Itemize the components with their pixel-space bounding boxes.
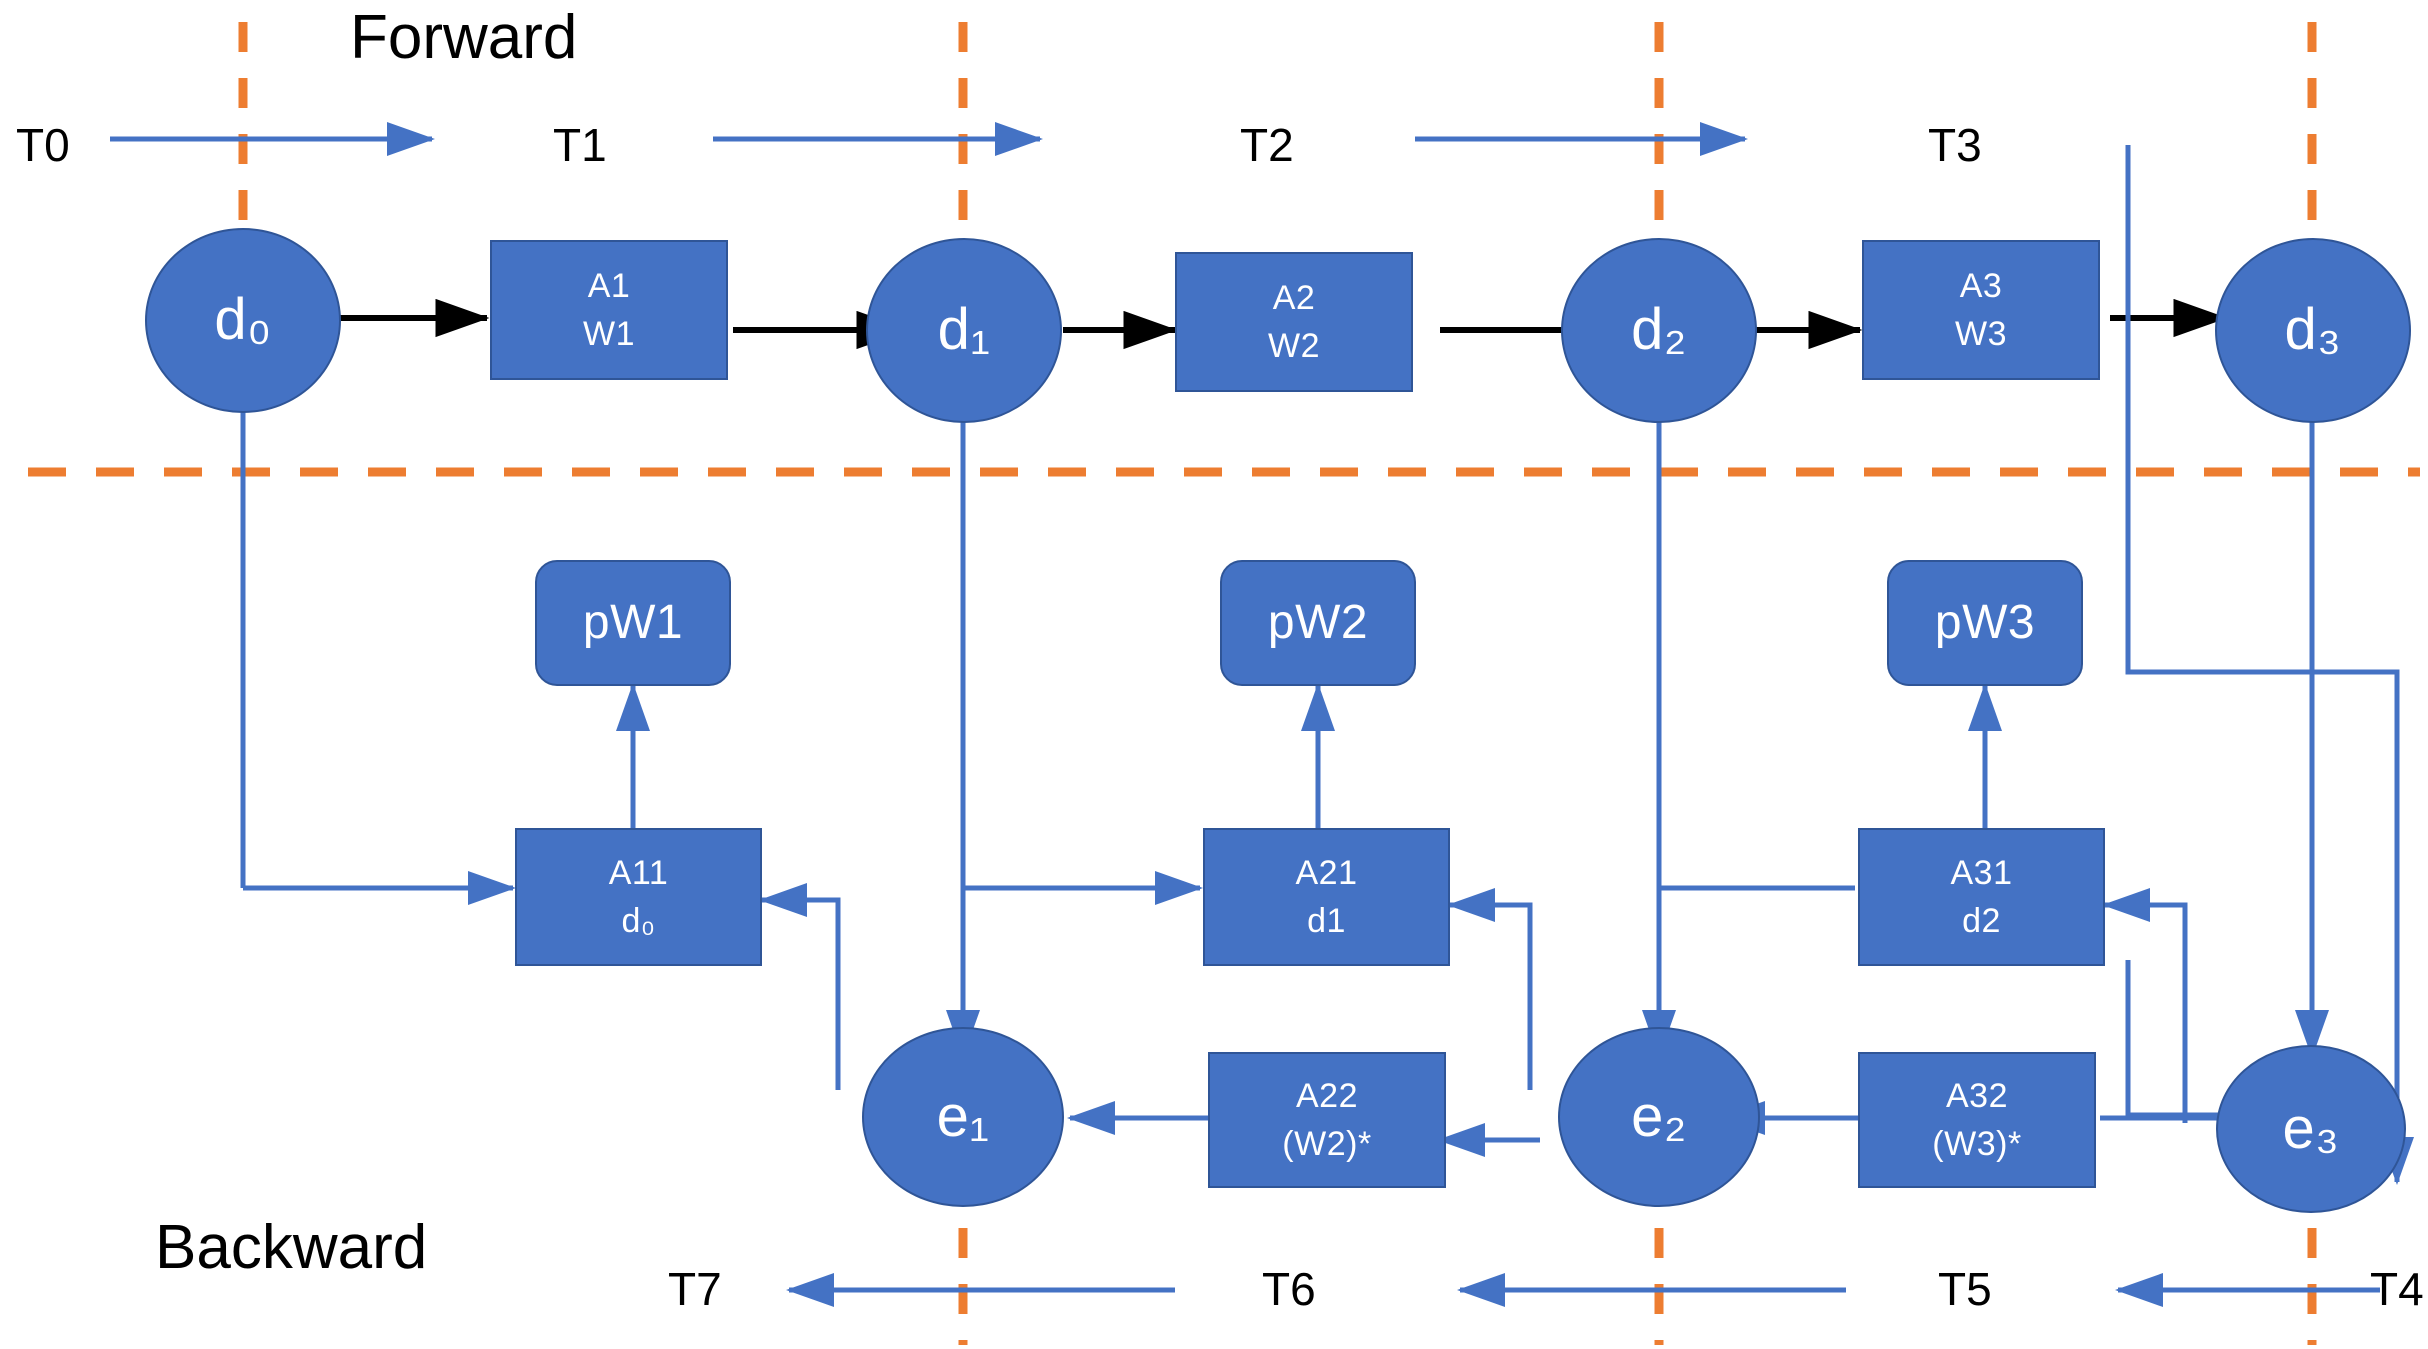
block-A32-line1: A32 [1946,1076,2008,1115]
e3-to-A31 [2102,888,2188,1123]
block-A1[interactable]: A1 W1 [490,240,728,380]
backward-title: Backward [155,1213,428,1282]
node-e3[interactable]: e₃ [2216,1045,2406,1213]
stage-label-t5: T5 [1938,1263,1992,1315]
node-d1[interactable]: d₁ [866,238,1062,423]
block-A22-line2: (W2)* [1282,1125,1372,1163]
block-A3-line1: A3 [1959,266,2003,305]
node-d2[interactable]: d₂ [1561,238,1757,423]
block-A11-line1: A11 [608,853,669,892]
block-A31-line1: A31 [1950,853,2013,892]
node-pW2[interactable]: pW2 [1220,560,1416,686]
block-A21[interactable]: A21 d1 [1203,828,1450,966]
stage-label-t6: T6 [1262,1263,1316,1315]
block-A32-line2: (W3)* [1932,1125,2022,1163]
node-e1-label: e₁ [936,1083,990,1149]
node-d0[interactable]: d₀ [145,228,341,413]
block-A3-line2: W3 [1955,315,2007,353]
block-A22[interactable]: A22 (W2)* [1208,1052,1446,1188]
node-pW1-label: pW1 [582,596,684,650]
block-A2-line1: A2 [1272,278,1316,317]
node-e1[interactable]: e₁ [862,1027,1064,1207]
stage-label-t3: T3 [1928,119,1982,171]
node-e3-label: e₃ [2282,1095,2340,1161]
block-A31-line2: d2 [1962,902,2001,940]
node-pW3[interactable]: pW3 [1887,560,2083,686]
node-d2-label: d₂ [1631,297,1687,363]
block-A11-line2: d₀ [621,902,656,940]
node-e2-label: e₂ [1631,1083,1687,1149]
node-d1-label: d₁ [937,297,991,363]
block-A32[interactable]: A32 (W3)* [1858,1052,2096,1188]
e1-to-A11 [759,883,841,1090]
node-pW3-label: pW3 [1934,596,2036,650]
block-A3[interactable]: A3 W3 [1862,240,2100,380]
forward-title: Forward [350,3,578,72]
block-A21-line1: A21 [1295,853,1358,892]
stage-label-t2: T2 [1240,119,1294,171]
block-A31[interactable]: A31 d2 [1858,828,2105,966]
node-d3[interactable]: d₃ [2215,238,2411,423]
stage-label-t7: T7 [668,1263,722,1315]
node-d0-label: d₀ [214,287,272,353]
block-A1-line2: W1 [583,315,635,353]
node-e2[interactable]: e₂ [1558,1027,1760,1207]
block-A21-line2: d1 [1307,902,1346,940]
node-pW1[interactable]: pW1 [535,560,731,686]
block-A1-line1: A1 [587,266,631,305]
block-A2-line2: W2 [1268,327,1320,365]
e2-to-A21 [1447,888,1533,1090]
block-A2[interactable]: A2 W2 [1175,252,1413,392]
stage-label-t0: T0 [16,119,70,171]
bus-to-e3 [2125,960,2240,1118]
node-pW2-label: pW2 [1267,596,1369,650]
node-d3-label: d₃ [2284,297,2342,363]
stage-label-t4: T4 [2370,1263,2424,1315]
block-A22-line1: A22 [1296,1076,1358,1115]
stage-label-t1: T1 [553,119,607,171]
block-A11[interactable]: A11 d₀ [515,828,762,966]
